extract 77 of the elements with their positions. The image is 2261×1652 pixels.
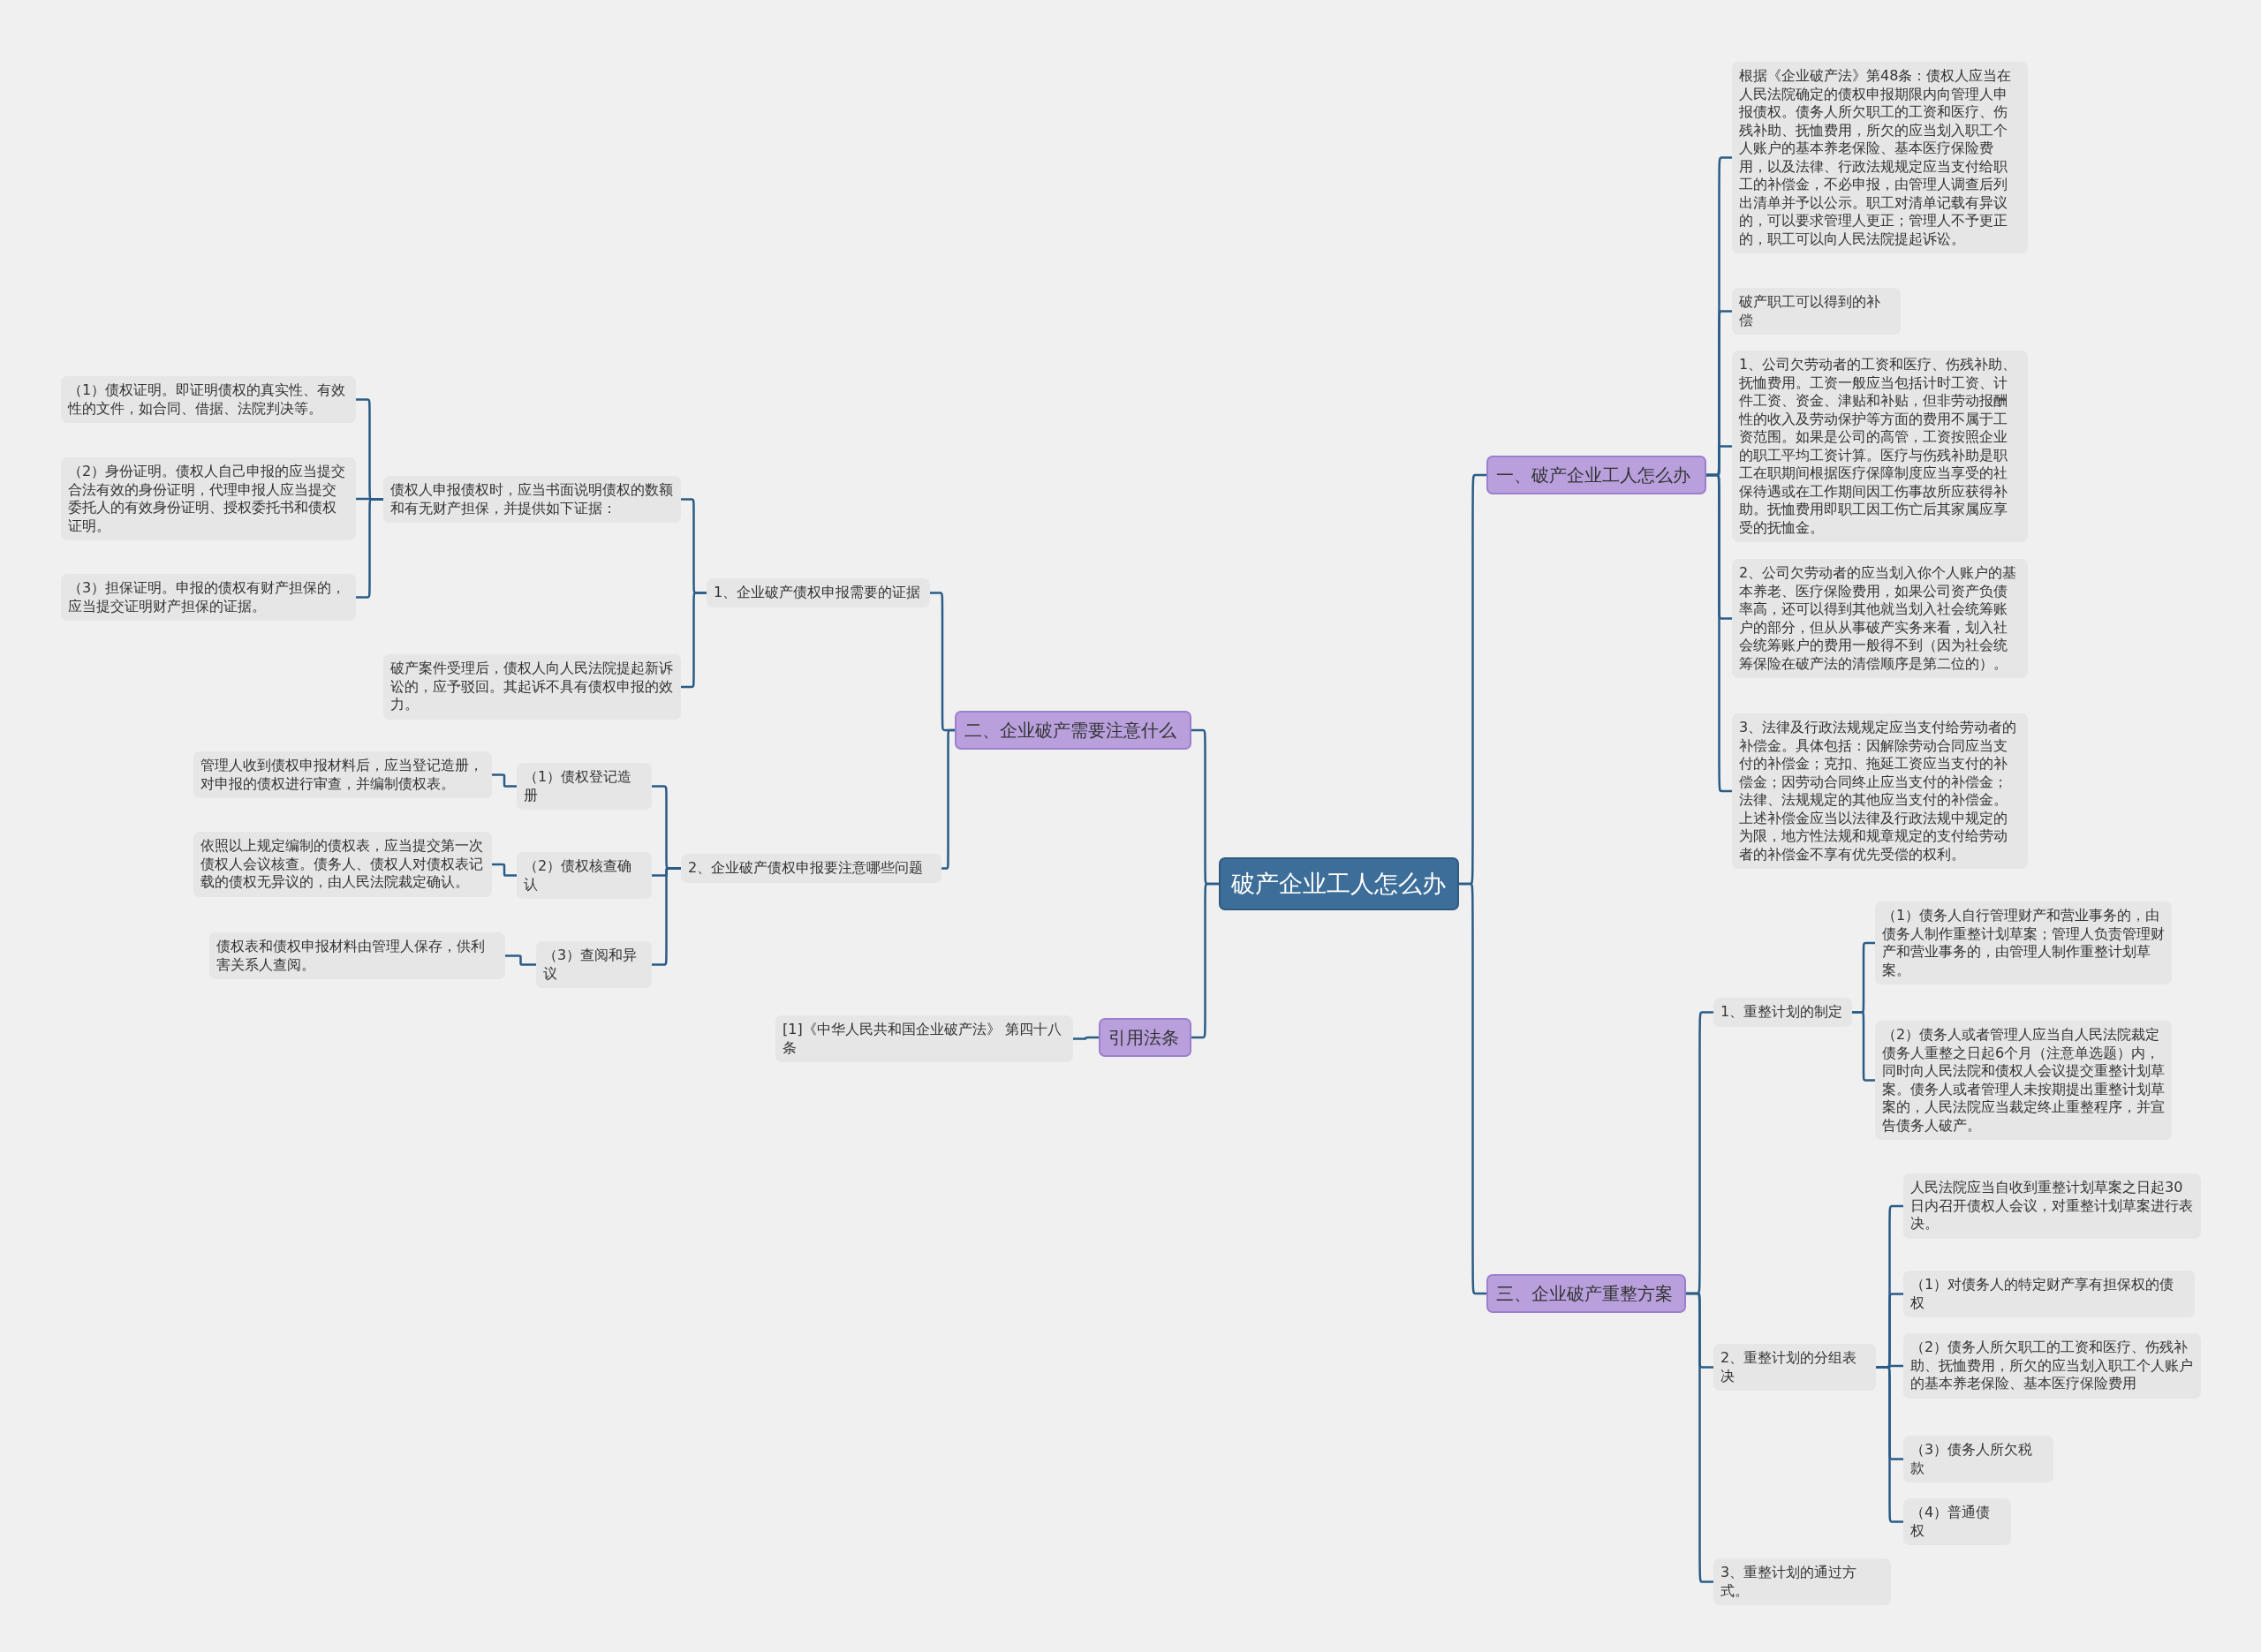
subtopic-text: （2）身份证明。债权人自己申报的应当提交合法有效的身份证明，代理申报人应当提交委托人的有效身份证明、授权委托书和债权证明。 bbox=[68, 463, 347, 535]
subtopic-box bbox=[1903, 1173, 2201, 1239]
connector-line bbox=[1876, 1366, 1903, 1523]
connector-line bbox=[492, 773, 517, 788]
subtopic-text: 债权人申报债权时，应当书面说明债权的数额和有无财产担保，并提供如下证据： bbox=[390, 481, 674, 517]
subtopic-text: 依照以上规定编制的债权表，应当提交第一次债权人会议核查。债务人、债权人对债权表记载的债权无异议的，由人民法院裁定确认。 bbox=[200, 837, 484, 892]
subtopic-box bbox=[1713, 998, 1852, 1027]
subtopic-text: [1]《中华人民共和国企业破产法》 第四十八条 bbox=[783, 1021, 1062, 1057]
main-topic-text: 二、企业破产需要注意什么 bbox=[964, 719, 1177, 742]
connector-line bbox=[1073, 1036, 1099, 1040]
connector-line bbox=[1191, 882, 1219, 1039]
subtopic-box bbox=[517, 763, 652, 810]
subtopic-box bbox=[1903, 1498, 2011, 1545]
subtopic-text: （2）债权核查确认 bbox=[524, 857, 633, 894]
main-topic-box bbox=[955, 711, 1191, 750]
subtopic-box bbox=[61, 457, 356, 540]
subtopic-text: 3、法律及行政法规规定应当支付给劳动者的补偿金。具体包括：因解除劳动合同应当支付的补偿金；克扣、拖延工资应当支付的补偿金；因劳动合同终止应当支付的补偿金；法律、法规规定的其他应当支付的补偿金。上述补偿金应当以法律及行政法规中规定的为限，地方性法规和规章规定的支付给劳动者的补偿金不享有优先受偿的权利。 bbox=[1739, 719, 2018, 864]
subtopic-box bbox=[681, 854, 941, 883]
subtopic-text: （1）对债务人的特定财产享有担保权的债权 bbox=[1910, 1276, 2175, 1312]
subtopic-box bbox=[1713, 1344, 1876, 1391]
connector-line bbox=[356, 498, 383, 599]
main-topic-box bbox=[1486, 456, 1706, 494]
main-topic-text: 一、破产企业工人怎么办 bbox=[1496, 464, 1691, 487]
subtopic-box bbox=[1903, 1436, 2053, 1482]
subtopic-box bbox=[1732, 288, 1901, 335]
subtopic-box bbox=[193, 751, 492, 798]
subtopic-box bbox=[383, 654, 681, 720]
subtopic-box bbox=[209, 932, 505, 979]
subtopic-text: 人民法院应当自收到重整计划草案之日起30日内召开债权人会议，对重整计划草案进行表决。 bbox=[1910, 1179, 2194, 1233]
main-topic-text: 引用法条 bbox=[1108, 1026, 1180, 1049]
subtopic-box bbox=[1903, 1333, 2201, 1399]
subtopic-text: 1、公司欠劳动者的工资和医疗、伤残补助、抚恤费用。工资一般应当包括计时工资、计件工资、资金、津贴和补贴，但非劳动报酬性的收入及劳动保护等方面的费用不属于工资范围。如果是公司的高管，工资按照企业的职工平均工资计算。医疗与伤残补助是职工在职期间根据医疗保障制度应当享受的社保待遇或在工作期间因工伤事故所应获得补助。抚恤费用即职工因工伤亡后其家属应享受的抚恤金。 bbox=[1739, 356, 2018, 537]
connector-line bbox=[681, 592, 707, 689]
subtopic-text: 3、重整计划的通过方式。 bbox=[1720, 1564, 1858, 1600]
subtopic-box bbox=[1903, 1271, 2195, 1317]
subtopic-text: 1、重整计划的制定 bbox=[1720, 1003, 1844, 1022]
connector-line bbox=[941, 728, 955, 870]
subtopic-text: （4）普通债权 bbox=[1910, 1504, 1992, 1540]
subtopic-text: 1、企业破产债权申报需要的证据 bbox=[714, 584, 922, 602]
subtopic-text: 2、企业破产债权申报要注意哪些问题 bbox=[688, 859, 925, 878]
central-topic-text: 破产企业工人怎么办 bbox=[1231, 869, 1447, 899]
subtopic-box bbox=[707, 578, 930, 607]
subtopic-text: （1）债务人自行管理财产和营业事务的，由债务人制作重整计划草案；管理人负责管理财产和营业事务的，由管理人制作重整计划草案。 bbox=[1882, 907, 2165, 979]
connector-line bbox=[1706, 473, 1732, 793]
subtopic-text: 2、重整计划的分组表决 bbox=[1720, 1349, 1858, 1385]
main-topic-box bbox=[1486, 1274, 1686, 1313]
main-topic-text: 三、企业破产重整方案 bbox=[1496, 1282, 1674, 1305]
connector-line bbox=[1686, 1292, 1713, 1583]
connector-line bbox=[492, 863, 517, 877]
subtopic-text: （2）债务人或者管理人应当自人民法院裁定债务人重整之日起6个月（注意单选题）内，同时向人民法院和债权人会议提交重整计划草案。债务人或者管理人未按期提出重整计划草案的，人民法院应当裁定终止重整程序，并宣告债务人破产。 bbox=[1882, 1026, 2165, 1135]
subtopic-text: 破产职工可以得到的补偿 bbox=[1739, 293, 1881, 329]
subtopic-box bbox=[61, 574, 356, 621]
subtopic-text: （1）债权登记造册 bbox=[524, 768, 633, 804]
subtopic-box bbox=[775, 1015, 1073, 1062]
connector-line bbox=[1459, 882, 1486, 1295]
subtopic-box bbox=[536, 941, 652, 988]
subtopic-box bbox=[61, 376, 356, 423]
subtopic-box bbox=[383, 476, 681, 523]
subtopic-box bbox=[193, 832, 492, 897]
connector-line bbox=[652, 867, 681, 966]
connector-line bbox=[1852, 1011, 1875, 1082]
subtopic-text: （3）债务人所欠税款 bbox=[1910, 1441, 2034, 1477]
subtopic-text: 管理人收到债权申报材料后，应当登记造册，对申报的债权进行审查，并编制债权表。 bbox=[200, 757, 484, 793]
central-topic-box bbox=[1219, 857, 1459, 910]
subtopic-text: 2、公司欠劳动者的应当划入你个人账户的基本养老、医疗保险费用，如果公司资产负债率高，还可以得到其他就当划入社会统筹账户的部分，但从从事破产实务来看，划入社会统筹账户的费用一般得不到（因为社会统筹保险在破产法的清偿顺序是第二位的）。 bbox=[1739, 564, 2018, 673]
main-topic-box bbox=[1099, 1018, 1191, 1057]
subtopic-text: 破产案件受理后，债权人向人民法院提起新诉讼的，应予驳回。其起诉不具有债权申报的效力。 bbox=[390, 660, 674, 714]
subtopic-text: （1）债权证明。即证明债权的真实性、有效性的文件，如合同、借据、法院判决等。 bbox=[68, 381, 347, 418]
subtopic-text: （2）债务人所欠职工的工资和医疗、伤残补助、抚恤费用，所欠的应当划入职工个人账户的基本养老保险、基本医疗保险费用 bbox=[1910, 1339, 2194, 1393]
subtopic-box bbox=[1713, 1558, 1891, 1605]
subtopic-box bbox=[1875, 901, 2172, 984]
subtopic-text: （3）查阅和异议 bbox=[543, 947, 639, 983]
subtopic-text: 债权表和债权申报材料由管理人保存，供利害关系人查阅。 bbox=[216, 938, 486, 974]
connector-line bbox=[505, 954, 536, 966]
subtopic-text: （3）担保证明。申报的债权有财产担保的，应当提交证明财产担保的证据。 bbox=[68, 579, 347, 615]
subtopic-text: 根据《企业破产法》第48条：债权人应当在人民法院确定的债权申报期限内向管理人申报债权。债务人所欠职工的工资和医疗、伤残补助、抚恤费用，所欠的应当划入职工个人账户的基本养老保险、基本医疗保险费用，以及法律、行政法规规定应当支付给职工的补偿金，不必申报，由管理人调查后列出清单并予以公示。职工对清单记载有异议的，可以要求管理人更正；管理人不予更正的，职工可以向人民法院提起诉讼。 bbox=[1739, 67, 2013, 248]
subtopic-box bbox=[517, 852, 652, 899]
